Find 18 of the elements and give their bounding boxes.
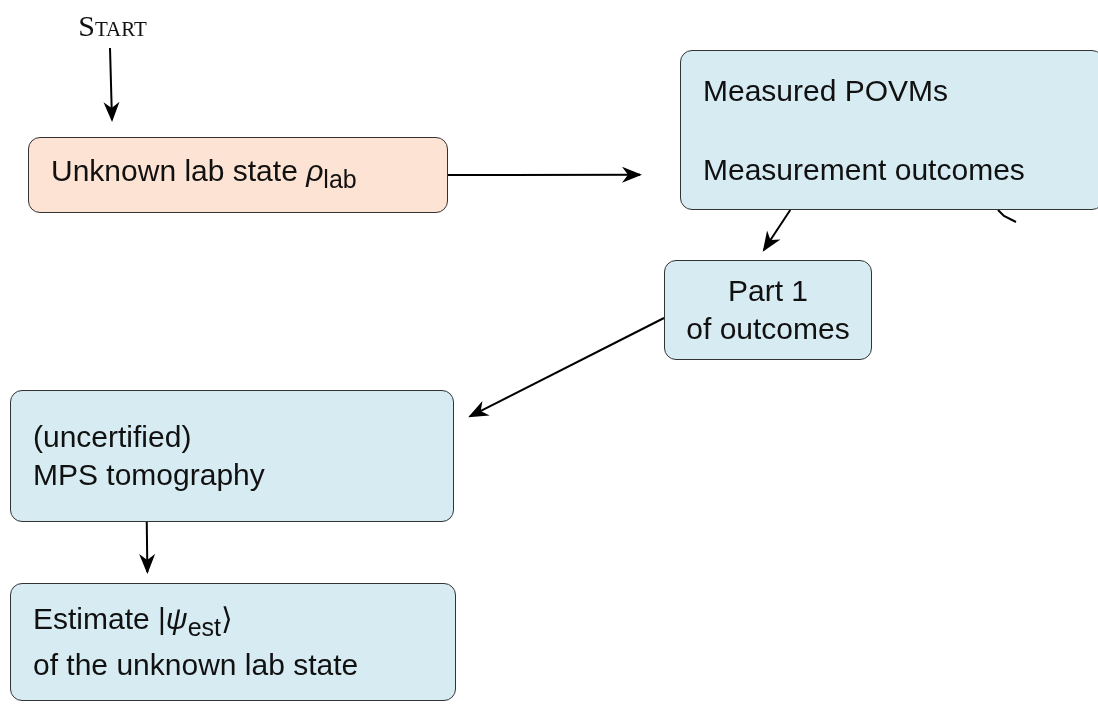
arrow — [139, 521, 156, 574]
process-box — [664, 260, 872, 360]
box-text: Measurement outcomes — [703, 151, 1026, 188]
box-text: Unknown lab state ρ$_{lab}$ — [51, 153, 358, 195]
box-text: Estimate |ψ$_{est}$⟩ of the unknown lab state — [33, 601, 360, 683]
start-text: Start — [77, 8, 148, 44]
box-text: Part 1 of outcomes — [685, 273, 851, 347]
process-box — [28, 137, 448, 213]
line-stub — [997, 209, 1017, 223]
process-box — [680, 50, 1098, 210]
process-box — [10, 583, 456, 701]
process-box — [10, 390, 454, 522]
arrow — [103, 47, 120, 122]
arrow — [447, 166, 642, 183]
box-text: Measured POVMs — [703, 72, 950, 109]
box-text: (uncertified) MPS tomography — [33, 419, 266, 493]
arrow — [468, 317, 665, 418]
arrow — [762, 209, 792, 252]
